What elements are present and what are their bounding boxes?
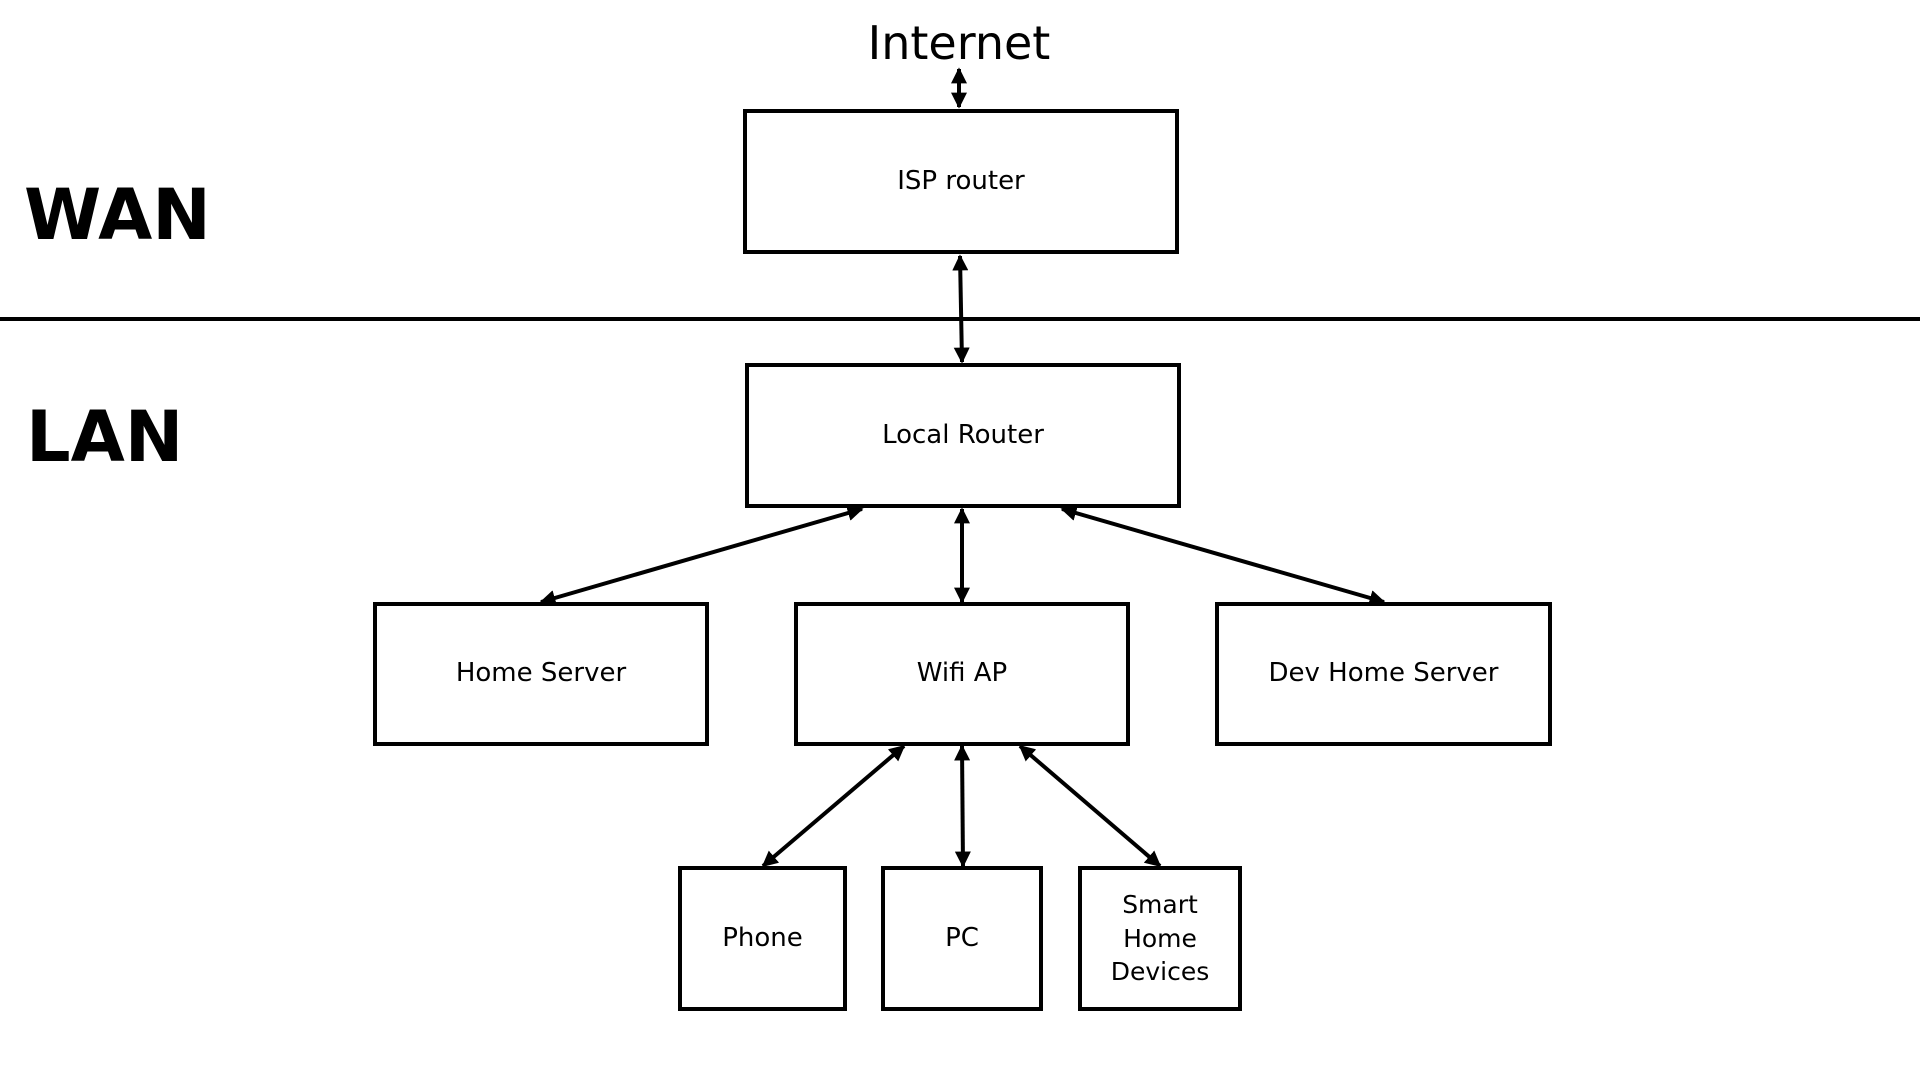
edge-isp-router-local-router	[952, 254, 970, 364]
isp-router-label: ISP router	[897, 165, 1025, 196]
phone-label: Phone	[722, 922, 803, 953]
edge-wifi-ap-smart-home	[1018, 744, 1162, 868]
smart-home-devices-node: Smart Home Devices	[1078, 866, 1242, 1011]
edge-wifi-ap-pc	[954, 744, 971, 868]
lan-zone-label: LAN	[26, 396, 184, 478]
edge-wifi-ap-phone	[761, 744, 906, 868]
wan-zone-label: WAN	[24, 174, 211, 256]
dev-home-server-label: Dev Home Server	[1268, 658, 1499, 689]
dev-home-server-node: Dev Home Server	[1215, 602, 1552, 746]
edge-local-router-dev-home-server	[1060, 505, 1386, 606]
internet-label: Internet	[867, 16, 1051, 70]
local-router-label: Local Router	[882, 419, 1044, 450]
home-server-label: Home Server	[455, 658, 627, 689]
smart-home-devices-label: Smart Home Devices	[1110, 889, 1210, 987]
isp-router-node: ISP router	[743, 109, 1179, 254]
pc-label: PC	[945, 922, 979, 953]
pc-node: PC	[881, 866, 1043, 1011]
wifi-ap-label: Wifi AP	[916, 658, 1008, 689]
home-server-node: Home Server	[373, 602, 709, 746]
edge-local-router-home-server	[539, 505, 864, 606]
wifi-ap-node: Wifi AP	[794, 602, 1130, 746]
local-router-node: Local Router	[745, 363, 1181, 508]
phone-node: Phone	[678, 866, 847, 1011]
